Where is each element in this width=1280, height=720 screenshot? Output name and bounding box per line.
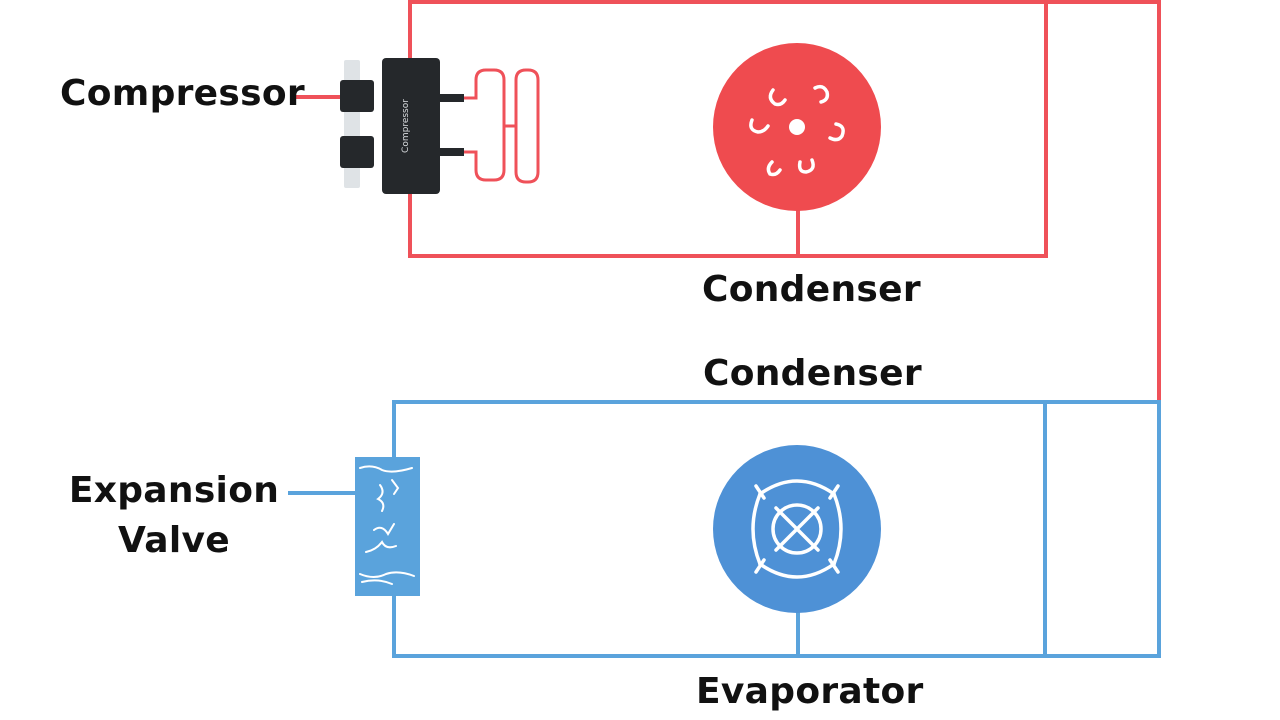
- expansion-valve-label-line1: Expansion: [68, 470, 280, 511]
- evaporator-label: Evaporator: [696, 671, 924, 712]
- condenser-label: Condenser: [702, 269, 921, 310]
- serpentine-coil: [440, 68, 506, 182]
- fan-icon: [713, 43, 881, 211]
- serpentine-coil-2: [504, 68, 540, 184]
- fan-icon: [713, 445, 881, 613]
- expansion-valve-label: Expansion Valve: [62, 466, 286, 566]
- compressor-label: Compressor: [60, 73, 305, 114]
- expansion-valve-label-line2: Valve: [118, 520, 230, 561]
- condenser-label-secondary: Condenser: [703, 353, 922, 394]
- valve-icon: [355, 457, 420, 596]
- compressor-icon: Compressor: [340, 58, 464, 194]
- compressor-body-text: Compressor: [401, 99, 411, 153]
